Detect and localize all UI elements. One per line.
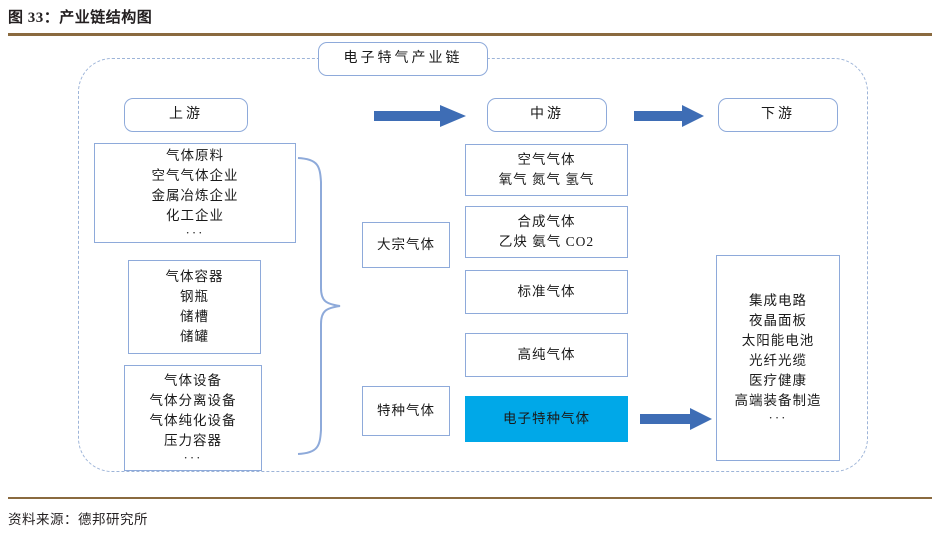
footer-divider [8, 497, 932, 499]
upstream-raw-line-4: 化工企业 [166, 207, 224, 223]
arrow-esg-to-downstream [640, 408, 712, 430]
stage-header-upstream: 上游 [124, 98, 248, 132]
category-box-bulk-gas: 大宗气体 [362, 222, 450, 268]
upstream-box-gas-containers: 气体容器 钢瓶 储槽 储罐 [128, 260, 261, 354]
downstream-line-3: 太阳能电池 [741, 332, 815, 348]
upstream-container-line-1: 气体容器 [165, 269, 224, 285]
midstream-box-synthetic-gas: 合成气体 乙炔 氨气 CO2 [465, 206, 628, 258]
upstream-raw-line-3: 金属冶炼企业 [151, 187, 239, 203]
upstream-container-line-3: 储槽 [180, 309, 209, 324]
upstream-equipment-line-4: 压力容器 [164, 432, 222, 448]
arrow-upstream-to-midstream [374, 105, 466, 127]
stage-label-upstream: 上游 [169, 106, 203, 122]
midstream-box-high-purity-gas: 高纯气体 [465, 333, 628, 377]
midstream-standard-gas-label: 标准气体 [517, 284, 576, 300]
downstream-line-4: 光纤光缆 [749, 352, 807, 368]
upstream-equipment-line-2: 气体分离设备 [149, 392, 237, 408]
upstream-equipment-ellipsis: ··· [183, 449, 203, 465]
arrow-midstream-to-downstream [634, 105, 704, 127]
downstream-box-applications: 集成电路 夜晶面板 太阳能电池 光纤光缆 医疗健康 高端装备制造 ··· [716, 255, 840, 461]
upstream-equipment-line-3: 气体纯化设备 [149, 412, 237, 428]
stage-label-downstream: 下游 [761, 106, 795, 122]
title-divider [8, 33, 932, 36]
upstream-box-raw-materials: 气体原料 空气气体企业 金属冶炼企业 化工企业 ··· [94, 143, 296, 243]
downstream-line-1: 集成电路 [749, 292, 807, 308]
stage-header-downstream: 下游 [718, 98, 838, 132]
midstream-air-gas-line-2: 氧气 氮气 氢气 [498, 172, 595, 187]
upstream-raw-line-1: 气体原料 [166, 147, 224, 163]
stage-label-midstream: 中游 [530, 106, 564, 122]
chain-title-chip: 电子特气产业链 [318, 42, 488, 76]
upstream-container-line-2: 钢瓶 [180, 289, 209, 305]
category-label-bulk-gas: 大宗气体 [377, 237, 435, 253]
midstream-box-air-gas: 空气气体 氧气 氮气 氢气 [465, 144, 628, 196]
upstream-container-line-4: 储罐 [180, 328, 209, 344]
upstream-raw-line-2: 空气气体企业 [151, 167, 239, 183]
upstream-equipment-line-1: 气体设备 [164, 372, 222, 388]
upstream-raw-ellipsis: ··· [185, 224, 205, 240]
midstream-box-standard-gas: 标准气体 [465, 270, 628, 314]
diagram-canvas: 电子特气产业链 上游 中游 下游 气体原料 空气气体企业 金属冶炼企业 化工企业… [0, 36, 940, 494]
downstream-line-5: 医疗健康 [749, 372, 807, 388]
category-box-specialty-gas: 特种气体 [362, 386, 450, 436]
midstream-air-gas-line-1: 空气气体 [517, 152, 576, 168]
midstream-high-purity-gas-label: 高纯气体 [517, 347, 576, 363]
downstream-ellipsis: ··· [768, 409, 788, 425]
source-note: 资料来源：德邦研究所 [8, 512, 148, 527]
downstream-line-6: 高端装备制造 [734, 392, 822, 408]
category-label-specialty-gas: 特种气体 [377, 403, 435, 419]
curly-brace-icon [296, 156, 348, 456]
midstream-synthetic-gas-line-1: 合成气体 [517, 214, 576, 230]
downstream-line-2: 夜晶面板 [749, 312, 807, 328]
chain-title-label: 电子特气产业链 [343, 50, 463, 66]
upstream-box-gas-equipment: 气体设备 气体分离设备 气体纯化设备 压力容器 ··· [124, 365, 262, 471]
midstream-synthetic-gas-line-2: 乙炔 氨气 CO2 [498, 234, 595, 249]
midstream-electronic-specialty-gas-label: 电子特种气体 [503, 411, 590, 427]
page-title: 图 33：产业链结构图 [8, 10, 153, 26]
midstream-box-electronic-specialty-gas: 电子特种气体 [465, 396, 628, 442]
stage-header-midstream: 中游 [487, 98, 607, 132]
